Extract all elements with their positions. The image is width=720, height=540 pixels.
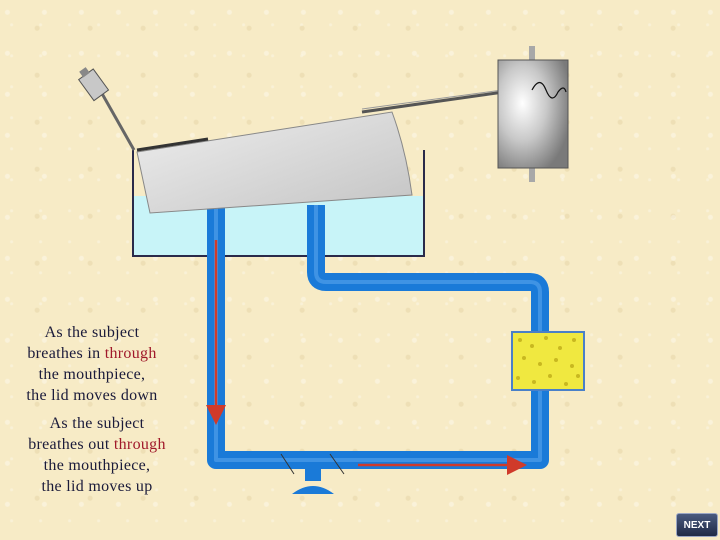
soda-lime-canister-icon <box>511 331 585 391</box>
inhale-caption: As the subject breathes in through the m… <box>4 322 180 406</box>
inhale-line4: the lid moves down <box>26 387 158 404</box>
inhale-line1: As the subject <box>44 324 140 341</box>
exhale-caption: As the subject breathes out through the … <box>4 413 190 497</box>
exhale-line1: As the subject <box>49 415 145 432</box>
mouthpiece-icon <box>280 453 345 494</box>
exhale-through: through <box>113 436 166 453</box>
next-button[interactable]: NEXT <box>676 513 718 537</box>
breathing-tube <box>207 205 549 469</box>
inhale-line2: breathes in through <box>4 343 180 364</box>
kymograph-drum-icon <box>497 46 569 182</box>
inhale-through: through <box>104 345 157 362</box>
counterweight-arm <box>77 67 136 151</box>
exhale-line3: the mouthpiece, <box>43 457 151 474</box>
exhale-action: breathes out <box>28 436 110 453</box>
inhale-line3: the mouthpiece, <box>38 366 146 383</box>
spirometer-lid <box>136 111 413 214</box>
exhale-line4: the lid moves up <box>41 478 153 495</box>
exhale-line2: breathes out through <box>4 434 190 455</box>
inhale-action: breathes in <box>27 345 101 362</box>
